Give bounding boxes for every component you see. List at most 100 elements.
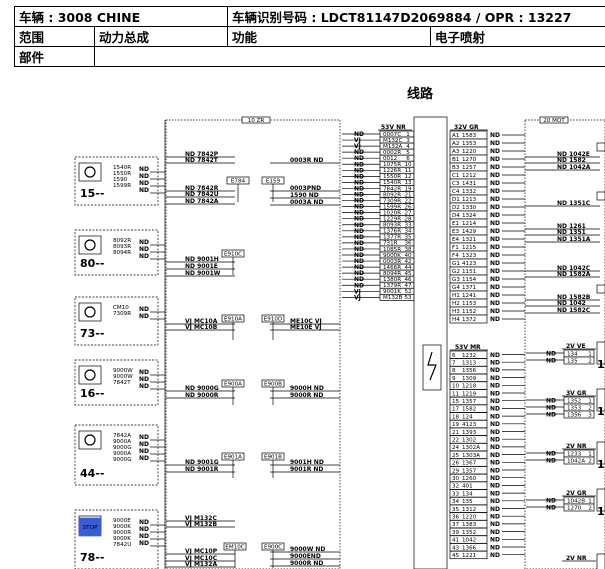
connector-32v-wire: 1220: [462, 149, 477, 155]
connector-53mr-pin: 37: [452, 522, 460, 528]
connector-53v-wire: M132B: [383, 295, 403, 301]
connector-53v-pin: 35: [404, 235, 412, 241]
right-connector-wire: 135: [567, 359, 578, 365]
mid-wire-label: 0003R ND: [290, 157, 323, 164]
connector-32v-side: ND: [490, 300, 500, 307]
connector-32v-wire: 1241: [462, 293, 477, 299]
right-connector-side: ND: [546, 358, 556, 365]
connector-53mr-side: ND: [490, 521, 500, 528]
connector-53mr-pin: 19: [452, 422, 460, 428]
connector-53mr-pin: 7: [452, 361, 456, 367]
connector-32v-pin: D4: [452, 213, 460, 219]
mid-wire-label: 0003PND: [290, 185, 321, 192]
connector-53mr-pin: 18: [452, 414, 460, 420]
left-wire-label: ND 9001H: [185, 256, 219, 263]
right-connector-pin: 1: [588, 499, 592, 505]
left-wire-label: ND 7842P: [185, 151, 219, 158]
component-code: 78--: [80, 551, 104, 564]
connector-53mr-side: ND: [490, 498, 500, 505]
connector-53v-pin: 27: [404, 210, 412, 216]
connector-53mr-side: ND: [490, 452, 500, 459]
connector-32v-wire: 1332: [462, 189, 476, 195]
gear-icon: [84, 239, 96, 251]
component-ref: 9000G: [113, 445, 132, 451]
right-connector-wire: 134: [567, 352, 578, 358]
connector-53v-wire: 8092R: [383, 192, 401, 198]
connector-53v-side: ND: [354, 204, 364, 211]
connector-53mr-wire: 1356: [462, 368, 477, 374]
connector-53mr-pin: 17: [452, 407, 460, 413]
nd-label: ND: [139, 376, 149, 383]
connector-53v-pin: 13: [404, 180, 412, 186]
right-connector-side: ND: [546, 412, 556, 419]
connector-53mr-wire: 1366: [462, 545, 477, 551]
right-connector-wire: 1270: [567, 506, 582, 512]
right-connector-cell: [563, 503, 595, 512]
connector-53mr-side: ND: [490, 529, 500, 536]
nd-label: ND: [139, 526, 149, 533]
connector-53v-side: ND: [354, 167, 364, 174]
connector-53v-pin: 40: [404, 253, 412, 259]
left-wire-label: ND 9000G: [185, 385, 219, 392]
connector-53mr-side: ND: [490, 444, 500, 451]
connector-32v-pin: G1: [452, 261, 460, 267]
connector-53v-wire: 9001K: [383, 289, 401, 295]
connector-32v-side: ND: [490, 148, 500, 155]
connector-53v-wire: 0012: [383, 156, 397, 162]
connector-32v-wire: 1371: [462, 285, 477, 291]
connector-53mr-side: ND: [490, 360, 500, 367]
splice-label: E901B: [264, 455, 282, 461]
connector-53v-pin: 19: [404, 186, 412, 192]
component-ref: 9000W: [113, 368, 133, 374]
connector-53mr-wire: 1357: [462, 468, 477, 474]
connector-53v-pin: 3: [406, 138, 410, 144]
connector-53mr-side: ND: [490, 506, 500, 513]
connector-32v-side: ND: [490, 276, 500, 283]
mid-wire-label: 1590 ND: [290, 192, 319, 199]
component-ref: 8093R: [113, 244, 131, 250]
gear-icon: [78, 235, 102, 255]
connector-53mr-pin: 34: [452, 499, 460, 505]
connector-32v-side: ND: [490, 212, 500, 219]
connector-53v-side: ND: [354, 240, 364, 247]
connector-32v-side: ND: [490, 228, 500, 235]
right-connector-side: ND: [546, 505, 556, 512]
nd-label: ND: [139, 173, 149, 180]
nd-label: ND: [139, 246, 149, 253]
right-wire-label: ND 1042A: [557, 164, 591, 171]
connector-53mr-side: ND: [490, 383, 500, 390]
connector-32v-side: ND: [490, 180, 500, 187]
connector-53v-title: 53V NR: [381, 124, 406, 131]
mid-wire-label: 9000W ND: [290, 546, 325, 553]
component-ref: 1550R: [113, 171, 131, 177]
mid-wire-label: 9000END: [290, 553, 321, 560]
right-connector-pin: 1: [588, 352, 592, 358]
connector-53mr-pin: 10: [452, 384, 460, 390]
connector-32v-wire: 1583: [462, 133, 477, 139]
connector-53v-side: ND: [354, 161, 364, 168]
connector-53mr-side: ND: [490, 437, 500, 444]
connector-53v-pin: 46: [404, 277, 412, 283]
connector-32v-pin: F1: [452, 245, 459, 251]
component-code: 44--: [80, 467, 104, 480]
component-ref: 9000A: [113, 439, 131, 445]
connector-53v-side: VJ: [354, 288, 361, 295]
connector-53mr-wire: 1582: [462, 407, 476, 413]
right-connector-number: 1: [597, 405, 605, 418]
right-splice: [596, 191, 605, 201]
connector-32v-wire: 1372: [462, 317, 476, 323]
connector-53mr-wire: 1221: [462, 553, 477, 559]
connector-53v-side: ND: [354, 276, 364, 283]
connector-53mr-side: ND: [490, 467, 500, 474]
left-wire-label: ND 9001G: [185, 459, 219, 466]
connector-53mr-pin: 43: [452, 545, 460, 551]
connector-32v-pin: C3: [452, 181, 460, 187]
connector-32v-wire: 1214: [462, 221, 477, 227]
engine-icon: [78, 302, 102, 322]
connector-53v-side: ND: [354, 264, 364, 271]
connector-53v-side: VJ: [354, 143, 361, 150]
sensor-icon: [78, 365, 102, 385]
nd-label: ND: [139, 448, 149, 455]
connector-53mr-side: ND: [490, 544, 500, 551]
